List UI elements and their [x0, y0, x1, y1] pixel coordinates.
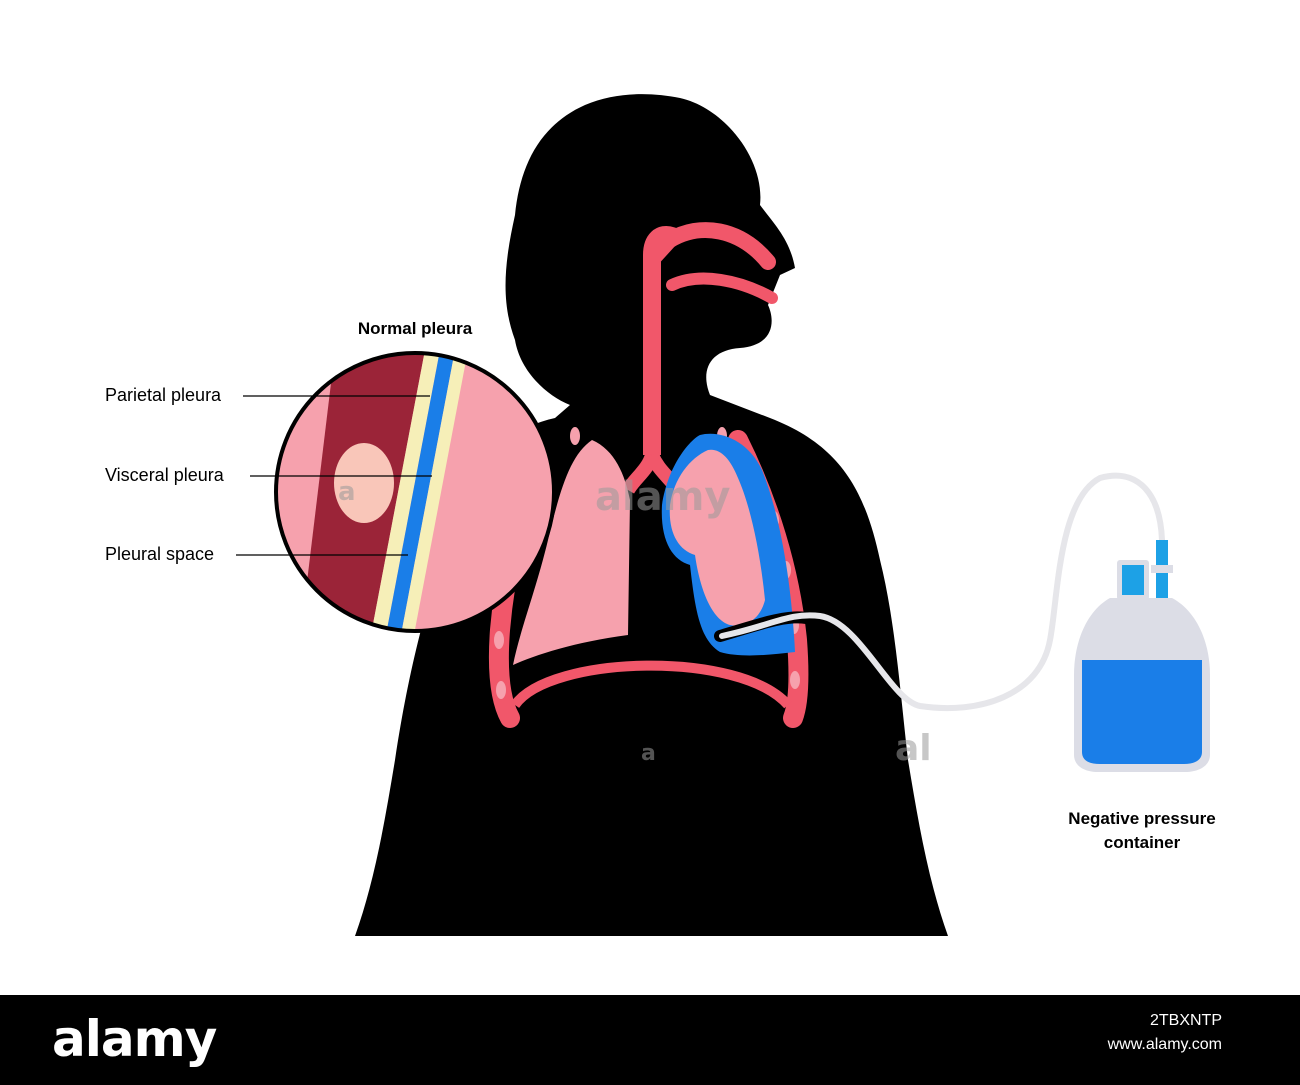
oral-cavity: [666, 272, 778, 304]
image-watermarks: alamy a a al: [338, 474, 932, 769]
negative-pressure-container-icon: [1074, 540, 1210, 772]
container-fluid: [1082, 660, 1202, 764]
normal-pleura-title: Normal pleura: [357, 319, 473, 338]
diaphragm: [510, 660, 792, 709]
pleura-magnifier: [274, 351, 556, 633]
airway-system: [621, 222, 778, 495]
drainage-tube: [714, 472, 1165, 712]
right-lung: [669, 449, 765, 626]
negative-pressure-label-line1: Negative pressure: [1068, 809, 1216, 828]
watermark-left-mark: a: [338, 477, 356, 507]
magnifier-fluid-layer: [385, 353, 455, 631]
watermark-footer-bar: alamy 2TBXNTP www.alamy.com: [0, 995, 1300, 1085]
left-lung: [513, 440, 630, 665]
watermark-right-mark: al: [895, 728, 932, 769]
watermark-mid-mark: a: [641, 741, 656, 766]
watermark-center: alamy: [595, 474, 730, 520]
magnifier-membrane-right: [400, 353, 468, 631]
visceral-pleura-label: Visceral pleura: [105, 465, 224, 485]
magnifier-membrane-left: [370, 353, 440, 631]
magnifier-border: [274, 351, 556, 633]
negative-pressure-label-line2: container: [1103, 833, 1181, 852]
body-silhouette: [355, 94, 948, 937]
alamy-logo: alamy: [52, 1010, 217, 1068]
container-port-left-inner: [1122, 565, 1144, 595]
tube-line: [719, 472, 1165, 712]
magnifier-nodule: [334, 443, 394, 523]
human-silhouette: [355, 94, 948, 937]
image-id: 2TBXNTP: [1149, 1012, 1222, 1029]
trachea: [643, 226, 688, 455]
pleural-space-label: Pleural space: [105, 544, 215, 564]
container-port-right-cap: [1151, 565, 1173, 573]
watermark-url: www.alamy.com: [1107, 1036, 1222, 1053]
parietal-pleura-label: Parietal pleura: [105, 385, 222, 405]
leader-lines: [236, 395, 432, 556]
pleural-drainage-diagram: alamy a a al: [236, 94, 1210, 937]
lungs: [513, 433, 795, 665]
